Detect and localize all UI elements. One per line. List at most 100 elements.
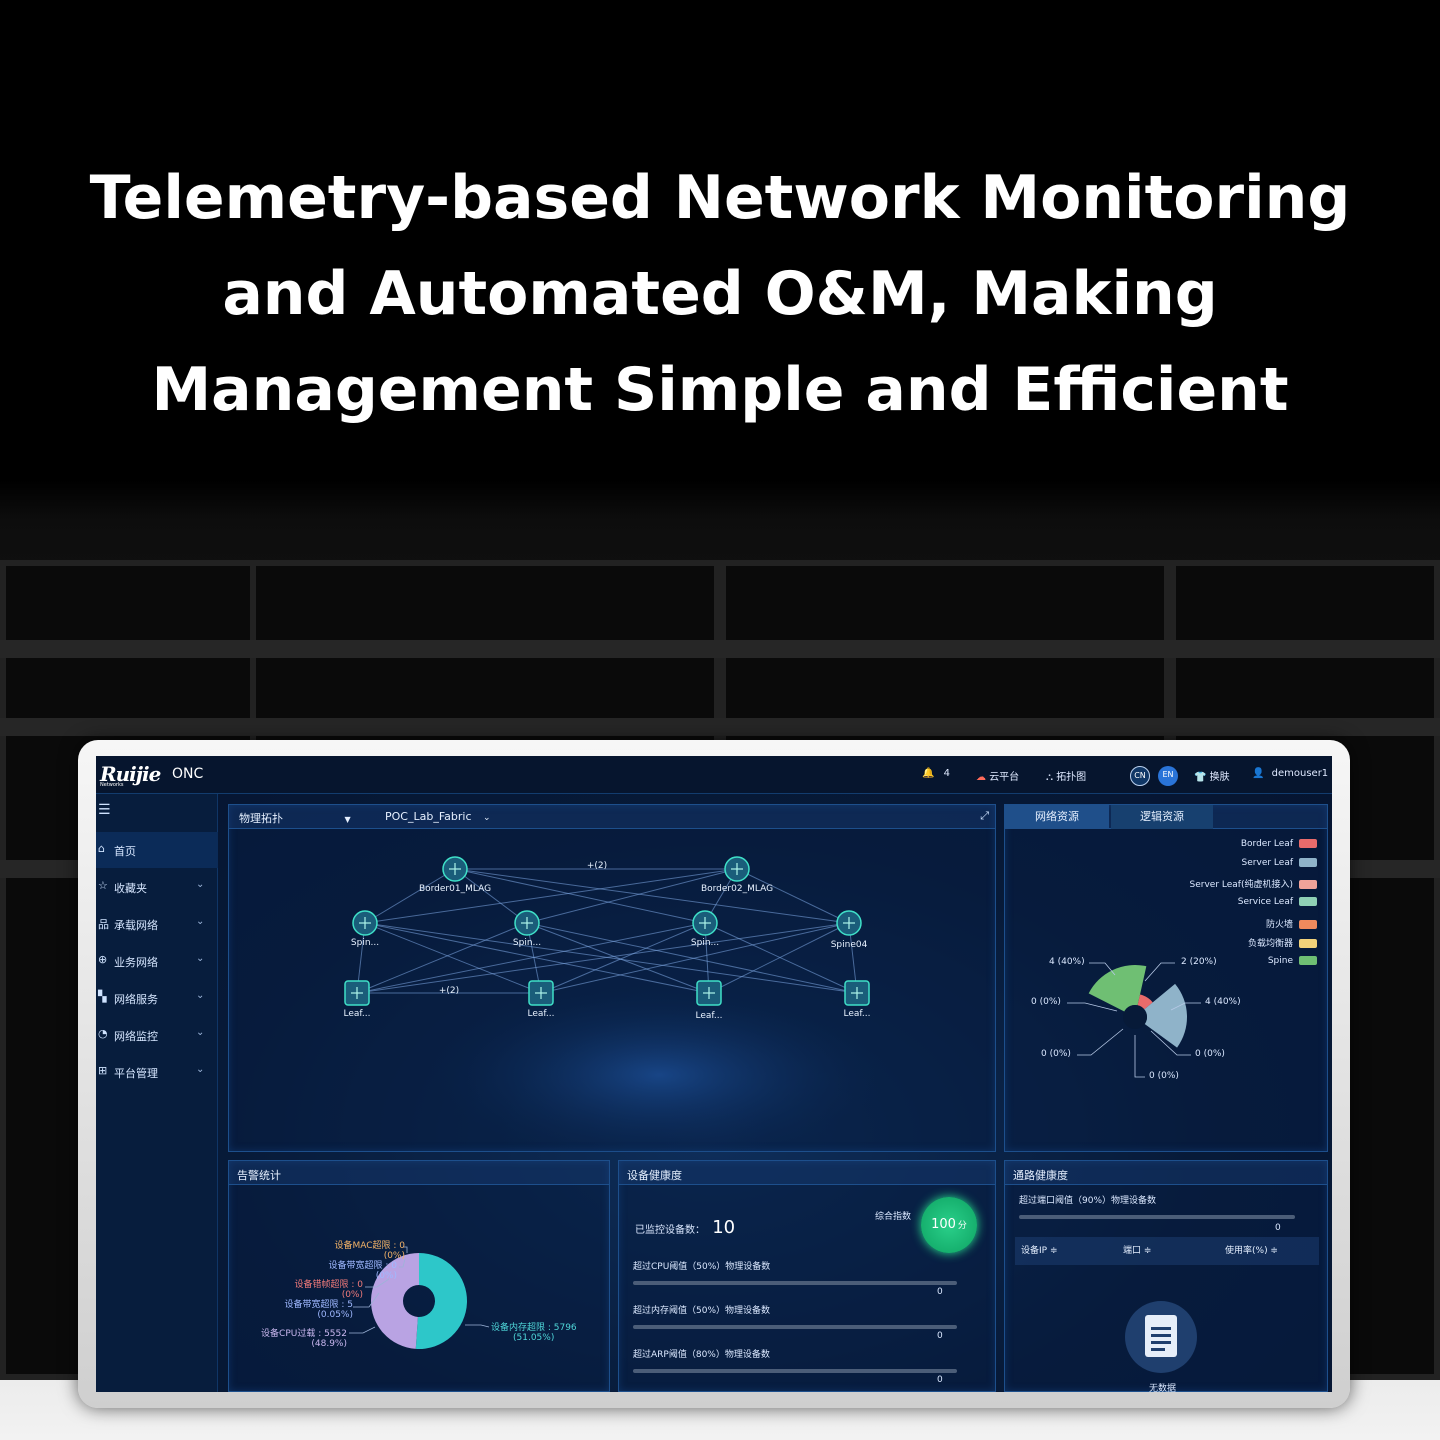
alerts-button[interactable]: 🔔 4 bbox=[922, 768, 950, 779]
legend-label: 负载均衡器 bbox=[1247, 939, 1293, 949]
alarm-cpu-text: 设备CPU过载 : 5552 bbox=[261, 1329, 347, 1339]
rose-leader-line bbox=[1144, 962, 1175, 982]
no-data-text: 无数据 bbox=[1149, 1384, 1177, 1392]
health-score-unit: 分 bbox=[957, 1221, 967, 1231]
chevron-down-icon: ⌄ bbox=[196, 879, 205, 890]
legend-swatch bbox=[1299, 839, 1317, 848]
sidebar-item-overlay[interactable]: ⊕ 业务网络 ⌄ bbox=[96, 943, 218, 979]
col-port[interactable]: 端口 ≑ bbox=[1123, 1246, 1152, 1256]
legend-server-leaf-vm[interactable]: Server Leaf(纯虚机接入) bbox=[1190, 877, 1317, 890]
sidebar-item-label: 承载网络 bbox=[114, 919, 158, 932]
node-spine-1[interactable]: Spin... bbox=[350, 938, 380, 948]
port-threshold-bar bbox=[1019, 1215, 1295, 1219]
node-spine-2[interactable]: Spin... bbox=[512, 938, 542, 948]
col-usage[interactable]: 使用率(%) ≑ bbox=[1225, 1246, 1278, 1256]
tab-logic-resources[interactable]: 逻辑资源 bbox=[1111, 805, 1213, 829]
col-device-ip[interactable]: 设备IP ≑ bbox=[1021, 1246, 1058, 1256]
node-border02[interactable]: Border02_MLAG bbox=[700, 884, 774, 894]
cpu-threshold-value: 0 bbox=[937, 1287, 943, 1297]
cloud-platform-button[interactable]: ☁ 云平台 bbox=[976, 768, 1019, 783]
sidebar-item-monitoring[interactable]: ◔ 网络监控 ⌄ bbox=[96, 1017, 218, 1053]
alarm-mem-text: 设备内存超限 : 5796 bbox=[491, 1323, 577, 1333]
legend-swatch bbox=[1299, 920, 1317, 929]
rose-leader-line bbox=[1150, 1030, 1191, 1056]
user-name: demouser1 bbox=[1271, 768, 1329, 779]
node-spine04[interactable]: Spine04 bbox=[830, 940, 868, 950]
legend-firewall[interactable]: 防火墙 bbox=[1266, 917, 1317, 930]
node-leaf-4[interactable]: Leaf... bbox=[843, 1009, 871, 1019]
monitored-devices: 已监控设备数： 10 bbox=[635, 1217, 735, 1238]
pie-label-server-leaf: 4 (40%) bbox=[1205, 997, 1241, 1007]
legend-label: Spine bbox=[1267, 956, 1293, 966]
arp-threshold-bar bbox=[633, 1369, 957, 1373]
sidebar-item-label: 网络监控 bbox=[114, 1030, 158, 1043]
score-label: 综合指数 bbox=[875, 1212, 912, 1222]
caret-down-icon: ▼ bbox=[344, 815, 351, 824]
donut-leader-line bbox=[353, 1292, 380, 1308]
user-menu[interactable]: 👤 demouser1 bbox=[1252, 768, 1328, 779]
legend-load-balancer[interactable]: 负载均衡器 bbox=[1248, 936, 1317, 949]
topology-icon: ⛬ bbox=[1046, 772, 1053, 783]
sidebar-item-services[interactable]: ▚ 网络服务 ⌄ bbox=[96, 980, 218, 1016]
headline-line-1: Telemetry-based Network Monitoring bbox=[89, 163, 1351, 233]
topology-view-select[interactable]: 物理拓扑 ▼ bbox=[239, 810, 351, 826]
sidebar-item-label: 平台管理 bbox=[114, 1067, 158, 1080]
legend-swatch bbox=[1299, 956, 1317, 965]
lang-cn-button[interactable]: CN bbox=[1130, 766, 1150, 786]
monitor-icon: ◔ bbox=[98, 1027, 108, 1040]
legend-swatch bbox=[1299, 880, 1317, 889]
topology-view-label: 拓扑图 bbox=[1056, 772, 1087, 783]
legend-border-leaf[interactable]: Border Leaf bbox=[1241, 839, 1317, 849]
cloud-icon: ☁ bbox=[976, 772, 986, 783]
legend-spine[interactable]: Spine bbox=[1268, 956, 1317, 966]
alarm-mac-text: 设备MAC超限 : 0 bbox=[334, 1241, 405, 1251]
donut-slice-memory[interactable] bbox=[415, 1253, 467, 1349]
rose-slice[interactable] bbox=[1144, 983, 1187, 1048]
sidebar: ☰ ⌂ 首页 ☆ 收藏夹 ⌄ 品 承载网络 ⌄ ⊕ 业务网络 ⌄ ▚ bbox=[96, 794, 218, 1392]
tab-network-resources[interactable]: 网络资源 bbox=[1005, 805, 1109, 829]
sidebar-item-label: 网络服务 bbox=[114, 993, 158, 1006]
node-border01[interactable]: Border01_MLAG bbox=[418, 884, 492, 894]
legend-swatch bbox=[1299, 939, 1317, 948]
node-spine-3[interactable]: Spin... bbox=[690, 938, 720, 948]
rack-shelf bbox=[0, 718, 1440, 736]
chevron-down-icon: ⌄ bbox=[196, 1027, 205, 1038]
pie-label-service-leaf: 0 (0%) bbox=[1195, 1049, 1225, 1059]
sidebar-item-label: 首页 bbox=[114, 845, 136, 858]
menu-toggle-icon[interactable]: ☰ bbox=[98, 802, 111, 818]
rose-slice[interactable] bbox=[1137, 994, 1153, 1010]
legend-label: Service Leaf bbox=[1237, 897, 1293, 907]
legend-service-leaf[interactable]: Service Leaf bbox=[1238, 897, 1317, 907]
topology-view-button[interactable]: ⛬ 拓扑图 bbox=[1046, 768, 1086, 783]
sidebar-item-favorites[interactable]: ☆ 收藏夹 ⌄ bbox=[96, 869, 218, 905]
node-leaf-2[interactable]: Leaf... bbox=[527, 1009, 555, 1019]
node-leaf-1[interactable]: Leaf... bbox=[343, 1009, 371, 1019]
top-bar: Ruijie Networks ONC 🔔 4 ☁ 云平台 ⛬ 拓扑图 CN E… bbox=[96, 756, 1332, 794]
skin-button[interactable]: 👕 换肤 bbox=[1194, 768, 1230, 783]
skin-label: 换肤 bbox=[1209, 772, 1230, 783]
rose-slice[interactable] bbox=[1088, 965, 1147, 1012]
monitored-value: 10 bbox=[712, 1217, 736, 1238]
donut-leader-line bbox=[403, 1246, 408, 1253]
lang-en-button[interactable]: EN bbox=[1158, 766, 1178, 786]
alarm-cpu: 设备CPU过载 : 5552(48.9%) bbox=[245, 1329, 347, 1349]
mem-threshold-bar bbox=[633, 1325, 957, 1329]
shirt-icon: 👕 bbox=[1194, 772, 1207, 783]
link-health-title: 通路健康度 bbox=[1013, 1169, 1068, 1182]
legend-server-leaf[interactable]: Server Leaf bbox=[1242, 858, 1317, 868]
alarm-bw2: 设备带宽超限 : 5(0.05%) bbox=[265, 1300, 353, 1320]
topology-graph bbox=[344, 856, 889, 1153]
health-score: 100 bbox=[931, 1217, 956, 1232]
pie-label-border-leaf: 2 (20%) bbox=[1181, 957, 1217, 967]
fabric-select[interactable]: POC_Lab_Fabric ⌄ bbox=[385, 810, 491, 823]
node-leaf-3[interactable]: Leaf... bbox=[695, 1011, 723, 1021]
expand-icon[interactable]: ⤢ bbox=[980, 809, 989, 822]
rose-center bbox=[1123, 1005, 1147, 1029]
sidebar-item-home[interactable]: ⌂ 首页 bbox=[96, 832, 218, 868]
sidebar-item-platform[interactable]: ⊞ 平台管理 ⌄ bbox=[96, 1054, 218, 1090]
sidebar-item-underlay[interactable]: 品 承载网络 ⌄ bbox=[96, 906, 218, 942]
donut-leader-line bbox=[349, 1326, 376, 1334]
legend-label: 防火墙 bbox=[1265, 920, 1293, 930]
donut-slice-cpu[interactable] bbox=[370, 1253, 419, 1349]
user-icon: 👤 bbox=[1252, 768, 1265, 779]
